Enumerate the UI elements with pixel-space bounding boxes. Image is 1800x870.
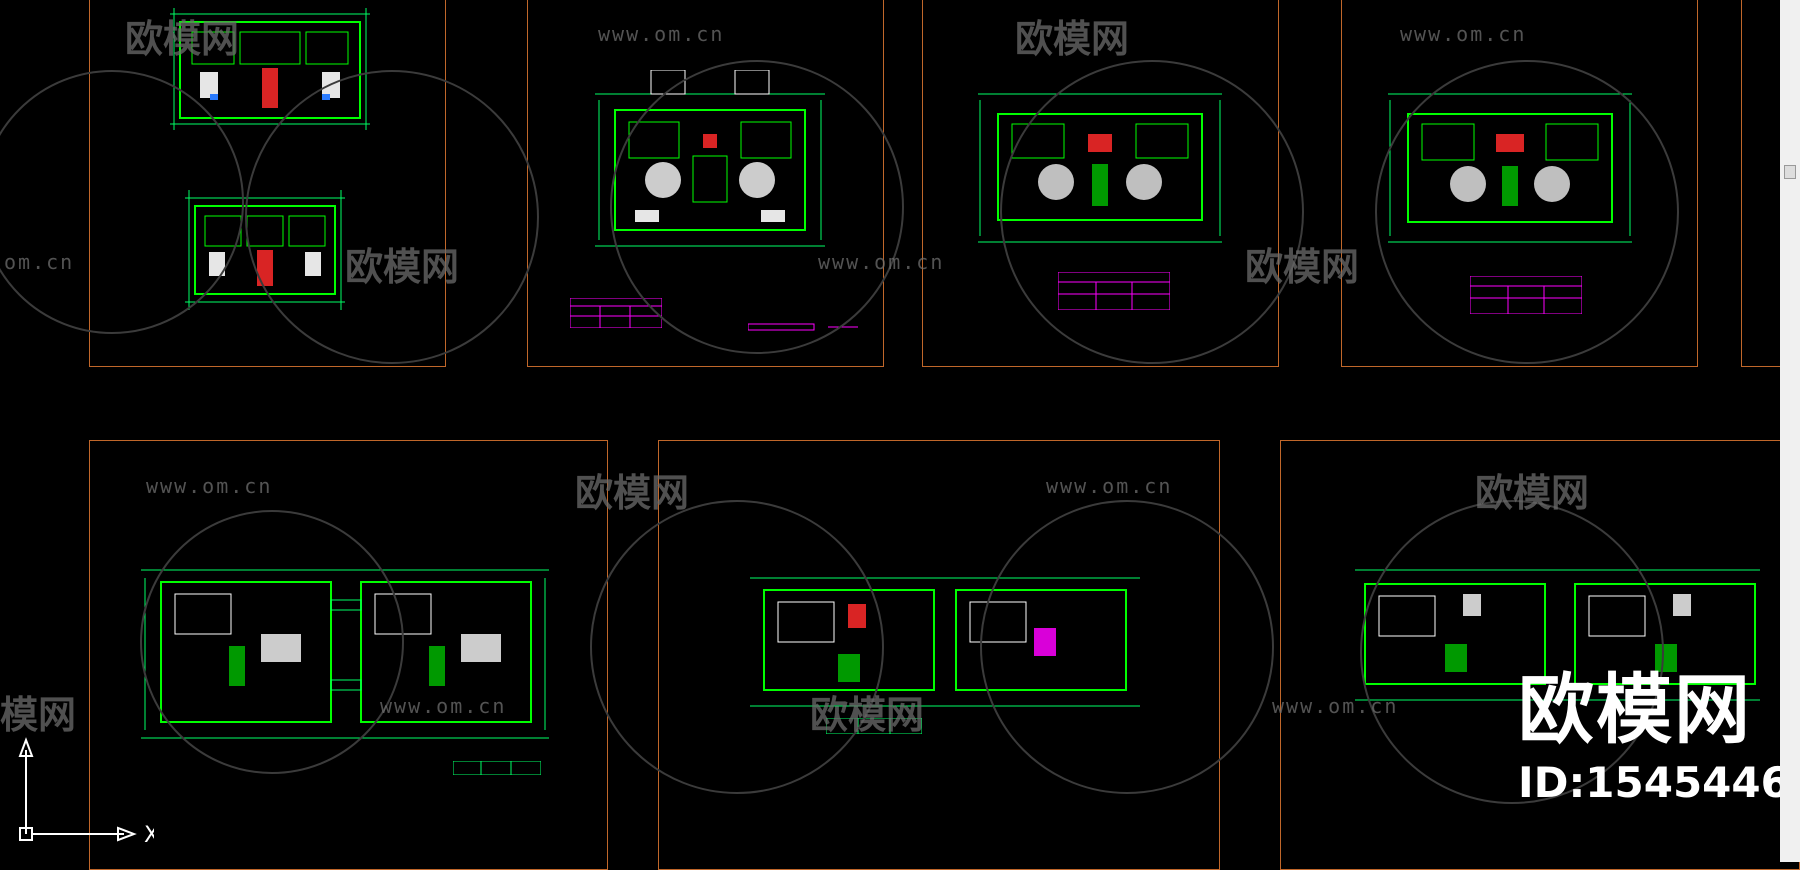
watermark-logo: 欧模网 xyxy=(1245,245,1360,289)
brand-overlay: 欧模网 ID:1545446 xyxy=(1518,672,1790,804)
watermark-logo: 欧模网 xyxy=(810,693,925,737)
watermark-url: www.om.cn xyxy=(1400,22,1527,46)
watermark-url: www.om.cn xyxy=(380,694,507,718)
vertical-scrollbar[interactable] xyxy=(1780,0,1800,862)
watermark-circle xyxy=(1360,500,1664,804)
watermark-url-partial: om.cn xyxy=(4,250,75,274)
watermark-url: www.om.cn xyxy=(146,474,273,498)
watermark-url: www.om.cn xyxy=(1272,694,1399,718)
watermark-circle xyxy=(610,60,904,354)
watermark-logo: 欧模网 xyxy=(1015,17,1130,61)
brand-name: 欧模网 xyxy=(1518,665,1752,754)
watermark-circle xyxy=(245,70,539,364)
brand-id: ID:1545446 xyxy=(1518,758,1790,807)
table-graphic xyxy=(569,297,663,329)
schedule-table-6[interactable] xyxy=(452,760,542,776)
drawing-sheet-5[interactable] xyxy=(1741,0,1800,367)
watermark-logo: 欧模网 xyxy=(345,245,460,289)
watermark-circle xyxy=(1375,60,1679,364)
schedule-table-2[interactable] xyxy=(569,297,663,329)
drawing-sheet-4[interactable] xyxy=(1341,0,1698,367)
watermark-url: www.om.cn xyxy=(818,250,945,274)
watermark-circle xyxy=(590,500,884,794)
watermark-url: www.om.cn xyxy=(1046,474,1173,498)
ucs-graphic: X xyxy=(18,737,159,848)
watermark-circle xyxy=(980,500,1274,794)
scrollbar-thumb[interactable] xyxy=(1784,165,1796,179)
watermark-url: www.om.cn xyxy=(598,22,725,46)
watermark-logo: 欧模网 xyxy=(1475,471,1590,515)
ucs-x-label: X xyxy=(144,823,154,848)
watermark-logo-partial: 模网 xyxy=(0,693,77,737)
watermark-logo: 欧模网 xyxy=(125,17,240,61)
watermark-circle xyxy=(0,70,244,334)
watermark-circle xyxy=(140,510,404,774)
table-graphic xyxy=(452,760,542,776)
watermark-logo: 欧模网 xyxy=(575,471,690,515)
ucs-icon: X xyxy=(14,730,159,850)
watermark-circle xyxy=(1000,60,1304,364)
